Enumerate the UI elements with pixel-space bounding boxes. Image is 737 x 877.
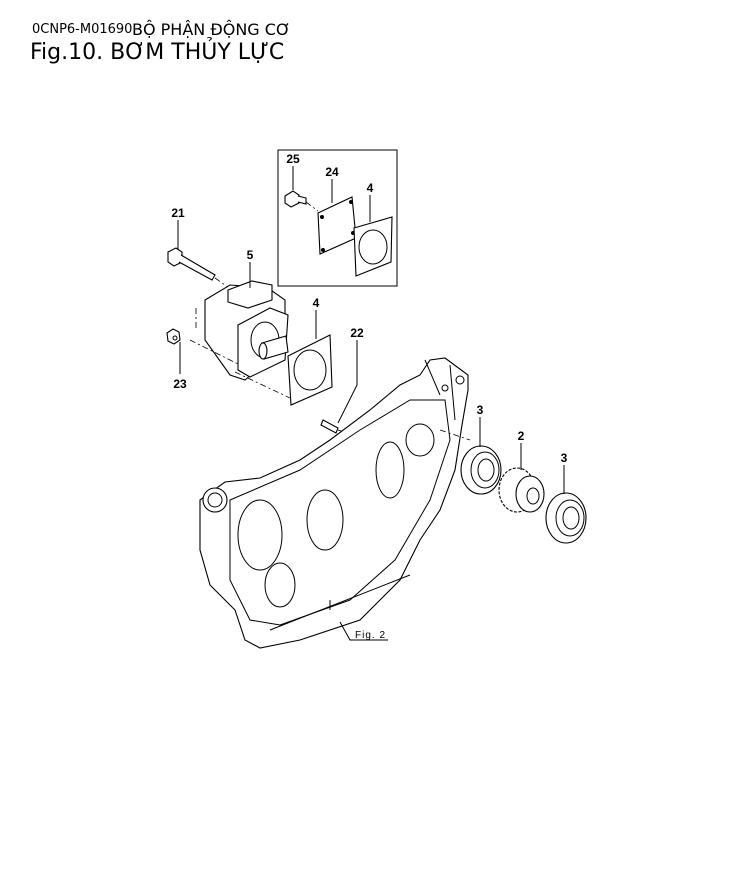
callout-2: 2 [518, 429, 525, 443]
document-code: 0CNP6-M01690 [32, 22, 133, 37]
section-title: BỘ PHẬN ĐỘNG CƠ [132, 20, 291, 39]
figure-reference-fig2[interactable]: Fig. 2 [355, 630, 386, 641]
callout-5: 5 [247, 248, 254, 262]
callout-4-inset: 4 [367, 181, 374, 195]
figure-title: Fig.10. BƠM THỦY LỰC [30, 40, 285, 65]
gear-case-housing [199, 357, 469, 649]
bolt-part-21[interactable] [167, 247, 216, 281]
plug-part-25[interactable] [284, 190, 307, 208]
gasket-part-4-inset[interactable] [353, 216, 393, 277]
callout-25: 25 [286, 152, 300, 166]
inset-detail: 25 24 4 [277, 149, 398, 287]
hydraulic-pump-part-5[interactable] [204, 280, 289, 381]
callout-23: 23 [173, 377, 187, 391]
bearing-part-3-right[interactable] [545, 492, 587, 544]
gasket-part-4[interactable] [287, 334, 333, 406]
bearing-part-3-left[interactable] [460, 445, 502, 495]
callout-3-right: 3 [561, 451, 568, 465]
callout-21: 21 [171, 206, 185, 220]
nut-part-23[interactable] [166, 328, 181, 345]
stud-part-22[interactable] [320, 419, 339, 434]
callout-4: 4 [313, 296, 320, 310]
callout-22: 22 [350, 326, 364, 340]
callout-24: 24 [325, 165, 339, 179]
cover-plate-part-24[interactable] [317, 196, 357, 255]
callout-3-left: 3 [477, 403, 484, 417]
gear-part-2[interactable] [498, 467, 545, 513]
